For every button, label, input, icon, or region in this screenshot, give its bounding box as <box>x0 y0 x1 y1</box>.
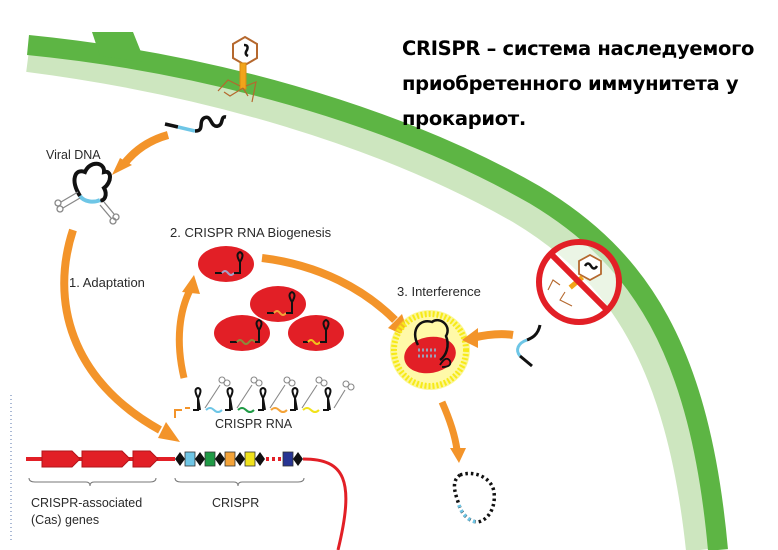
genome-locus <box>26 450 348 550</box>
cas-crrna-complex-4 <box>288 315 344 351</box>
label-crispr: CRISPR <box>212 496 259 510</box>
label-cas-genes-line2: (Cas) genes <box>31 513 99 527</box>
invading-viral-dna <box>516 324 542 368</box>
cas-crrna-complex-1 <box>198 246 254 282</box>
cas-gene-arrows <box>41 450 159 468</box>
label-viral-dna: Viral DNA <box>46 148 101 162</box>
label-adaptation: 1. Adaptation <box>69 275 145 290</box>
membrane-inner-layer <box>26 44 714 550</box>
crispr-array <box>175 451 303 467</box>
membrane-notch <box>92 32 145 62</box>
label-crispr-rna: CRISPR RNA <box>215 417 293 431</box>
pre-crispr-rna <box>174 386 332 418</box>
bacteriophage-icon <box>217 35 258 103</box>
arrow-degradation <box>438 400 466 463</box>
heading-line-1: CRISPR – система наследуемого <box>402 37 755 60</box>
no-phage-icon <box>536 239 622 325</box>
scissors-icon <box>54 191 120 225</box>
viral-dna-loop <box>72 161 112 204</box>
arrow-biogenesis-up <box>175 275 200 379</box>
heading-line-2: приобретенного иммунитета у <box>402 72 739 95</box>
label-interference: 3. Interference <box>397 284 481 299</box>
cas-crrna-complex-3 <box>214 315 270 351</box>
cas-crrna-complex-2 <box>250 286 306 322</box>
cas-complex-icon <box>404 319 456 374</box>
arrow-adaptation <box>60 228 180 442</box>
processing-scissors-icon <box>204 376 355 409</box>
label-cas-genes-line1: CRISPR-associated <box>31 496 142 510</box>
cell-membrane <box>26 32 728 550</box>
membrane-outer-layer <box>27 35 728 550</box>
slide-heading: CRISPR – система наследуемого приобретен… <box>402 31 778 136</box>
arrow-to-viral-dna <box>112 131 170 175</box>
degraded-viral-dna <box>452 471 497 524</box>
arrow-from-invader <box>462 328 514 348</box>
label-biogenesis: 2. CRISPR RNA Biogenesis <box>170 225 332 240</box>
heading-line-3: прокариот. <box>402 107 526 130</box>
injected-viral-dna <box>164 115 227 133</box>
crispr-brace <box>174 477 305 487</box>
cas-genes-brace <box>28 477 157 487</box>
